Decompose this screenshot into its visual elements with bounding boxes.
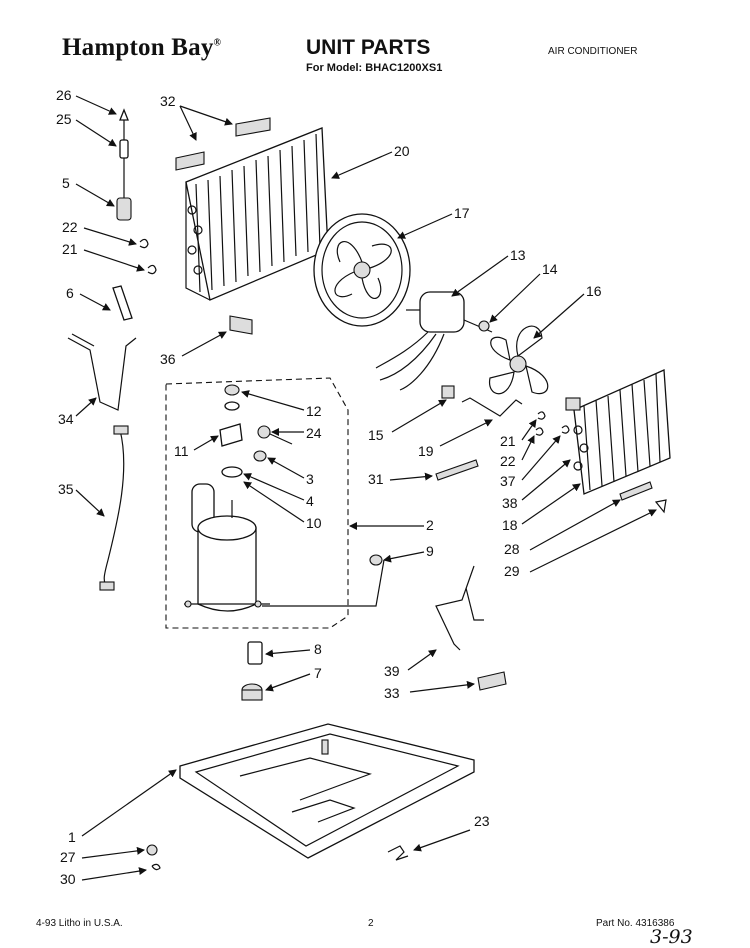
handwritten-note: 3-93 bbox=[650, 926, 693, 948]
part-clip-37 bbox=[561, 425, 570, 434]
callout-8: 8 bbox=[314, 641, 322, 657]
part-clip-22 bbox=[139, 238, 149, 249]
part-compressor-grommet bbox=[369, 554, 383, 566]
callout-26: 26 bbox=[56, 87, 72, 103]
callout-39: 39 bbox=[384, 663, 400, 679]
callout-25: 25 bbox=[56, 111, 72, 127]
callout-4: 4 bbox=[306, 493, 314, 509]
callout-3: 3 bbox=[306, 471, 314, 487]
callout-7: 7 bbox=[314, 665, 322, 681]
callout-1: 1 bbox=[68, 829, 76, 845]
part-terminal-plate bbox=[221, 466, 243, 478]
callout-29: 29 bbox=[504, 563, 520, 579]
callout-38: 38 bbox=[502, 495, 518, 511]
part-wire-harness bbox=[99, 425, 129, 591]
callout-19: 19 bbox=[418, 443, 434, 459]
part-service-valve bbox=[116, 197, 132, 221]
callout-21: 21 bbox=[62, 241, 78, 257]
callout-16: 16 bbox=[586, 283, 602, 299]
part-clip-30 bbox=[151, 863, 161, 871]
part-base-pan bbox=[179, 723, 475, 859]
part-insulation-pad bbox=[477, 671, 507, 691]
part-connector bbox=[441, 385, 455, 399]
part-motor-bracket bbox=[461, 397, 523, 417]
callout-22: 22 bbox=[62, 219, 78, 235]
callout-24: 24 bbox=[306, 425, 322, 441]
callout-11: 11 bbox=[174, 443, 189, 459]
part-overload bbox=[257, 425, 293, 445]
leader-lines bbox=[75, 95, 657, 881]
part-insulation-strip bbox=[175, 117, 271, 171]
product-type: AIR CONDITIONER bbox=[548, 46, 638, 57]
callout-18: 18 bbox=[502, 517, 518, 533]
callout-15: 15 bbox=[368, 427, 384, 443]
callout-9: 9 bbox=[426, 543, 434, 559]
part-compressor bbox=[184, 483, 270, 612]
page-title: UNIT PARTS bbox=[306, 36, 431, 59]
part-insulation-tube bbox=[112, 285, 133, 321]
part-mount-block bbox=[229, 315, 253, 335]
part-condenser-fan bbox=[313, 213, 411, 327]
part-condenser-coil bbox=[185, 127, 329, 301]
part-clip-29 bbox=[654, 499, 667, 514]
callout-32: 32 bbox=[160, 93, 176, 109]
model-number: For Model: BHAC1200XS1 bbox=[306, 62, 443, 74]
part-drain-cover bbox=[619, 481, 653, 501]
callout-20: 20 bbox=[394, 143, 410, 159]
callout-5: 5 bbox=[62, 175, 70, 191]
callout-27: 27 bbox=[60, 849, 76, 865]
callout-34: 34 bbox=[58, 411, 74, 427]
part-compressor-mount bbox=[241, 683, 263, 701]
callout-28: 28 bbox=[504, 541, 520, 557]
part-screw bbox=[146, 844, 158, 856]
part-blower-wheel bbox=[489, 325, 549, 395]
callout-23: 23 bbox=[474, 813, 490, 829]
part-suction-tube bbox=[435, 565, 484, 651]
callout-37: 37 bbox=[500, 473, 516, 489]
part-valve-tip bbox=[119, 108, 129, 121]
callout-10: 10 bbox=[306, 515, 322, 531]
part-grommet bbox=[224, 384, 240, 411]
callout-35: 35 bbox=[58, 481, 74, 497]
callout-2: 2 bbox=[426, 517, 434, 533]
callout-17: 17 bbox=[454, 205, 470, 221]
callout-13: 13 bbox=[510, 247, 526, 263]
part-number: Part No. 4316386 bbox=[596, 918, 675, 929]
brand-logo: Hampton Bay® bbox=[62, 34, 222, 61]
part-evaporator-strip bbox=[435, 459, 479, 481]
part-clip-23 bbox=[387, 845, 409, 861]
callout-6: 6 bbox=[66, 285, 74, 301]
callout-36: 36 bbox=[160, 351, 176, 367]
callout-21-right: 21 bbox=[500, 433, 516, 449]
callout-labels: 26 25 5 22 21 6 34 35 32 20 17 36 13 14 … bbox=[56, 87, 602, 887]
callout-12: 12 bbox=[306, 403, 322, 419]
part-clip-right-22 bbox=[535, 427, 544, 436]
callout-22-right: 22 bbox=[500, 453, 516, 469]
part-clip-right-21 bbox=[537, 411, 546, 420]
callout-14: 14 bbox=[542, 261, 558, 277]
callout-33: 33 bbox=[384, 685, 400, 701]
callout-31: 31 bbox=[368, 471, 384, 487]
callout-30: 30 bbox=[60, 871, 76, 887]
compressor-assembly-boundary bbox=[165, 377, 349, 629]
part-washer bbox=[253, 450, 267, 462]
part-clip-21 bbox=[147, 264, 157, 275]
part-fan-nut bbox=[478, 320, 490, 332]
part-sleeve bbox=[247, 641, 263, 665]
page-number: 2 bbox=[368, 918, 374, 929]
part-evaporator-coil bbox=[565, 369, 671, 495]
part-terminal-cover bbox=[219, 423, 243, 447]
part-capillary-tube bbox=[119, 120, 129, 198]
litho-note: 4-93 Litho in U.S.A. bbox=[36, 918, 123, 929]
part-tube-bracket bbox=[67, 333, 137, 411]
